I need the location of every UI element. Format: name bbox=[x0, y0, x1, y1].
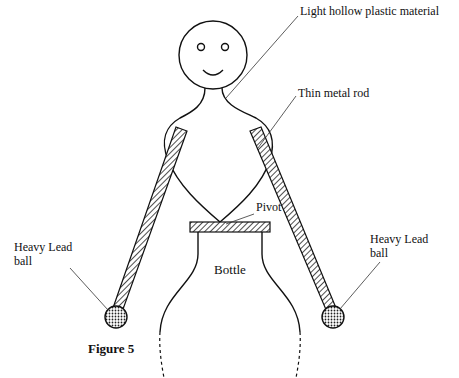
part-label: Thin metal rod bbox=[298, 86, 418, 100]
figure-caption: Figure 5 bbox=[88, 342, 134, 356]
eye bbox=[222, 44, 229, 51]
part-label: Light hollow plastic material bbox=[300, 4, 459, 18]
mouth bbox=[203, 70, 223, 75]
head bbox=[179, 21, 247, 89]
leader-line bbox=[70, 268, 108, 310]
lead-ball bbox=[105, 306, 127, 328]
eye bbox=[198, 44, 205, 51]
bottle-outline bbox=[150, 232, 310, 378]
leader-line bbox=[226, 16, 298, 98]
leader-line bbox=[340, 262, 380, 309]
metal-rod bbox=[250, 127, 336, 312]
metal-rod bbox=[113, 127, 187, 312]
leader-line bbox=[226, 214, 254, 224]
bottle: Bottle bbox=[150, 232, 310, 378]
node-text: Bottle bbox=[150, 262, 310, 278]
part-label: Heavy Lead ball bbox=[14, 240, 84, 268]
part-label: Pivot bbox=[256, 200, 316, 214]
pivot-bar bbox=[190, 222, 270, 232]
leader-line bbox=[258, 96, 296, 148]
part-label: Heavy Lead ball bbox=[370, 232, 440, 260]
lead-ball bbox=[322, 306, 344, 328]
